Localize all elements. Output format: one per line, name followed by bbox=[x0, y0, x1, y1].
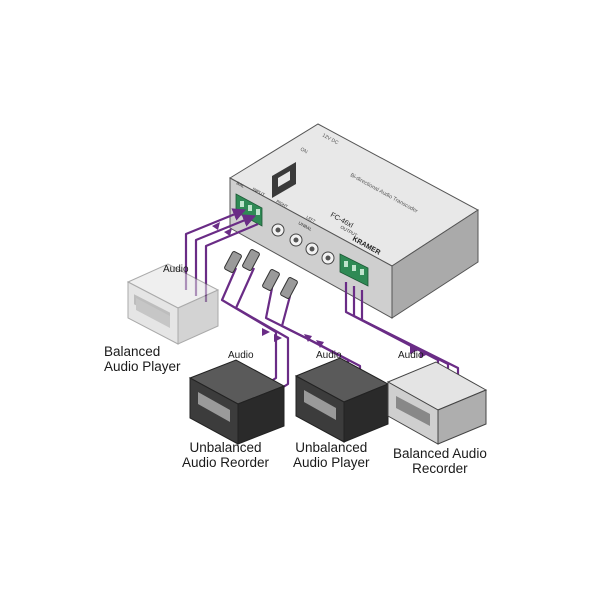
caption-line-2: Recorder bbox=[412, 461, 468, 476]
right-label: RIGHT bbox=[276, 199, 290, 210]
signal-arrows bbox=[212, 222, 428, 358]
caption-line-2: Audio Player bbox=[104, 359, 181, 374]
on-label: ON bbox=[299, 147, 309, 156]
rca-jack-input-right[interactable] bbox=[289, 233, 303, 247]
caption-line-1: Unbalanced bbox=[295, 440, 368, 455]
unbal-label: UNBAL bbox=[298, 221, 314, 233]
signal-label-unbalanced-player: Audio bbox=[316, 350, 342, 361]
transcoder-device: Bi-directional Audio Transcoder 12V DC O… bbox=[229, 123, 479, 319]
balanced-audio-recorder bbox=[386, 361, 488, 445]
balanced-audio-player bbox=[126, 263, 220, 345]
caption-balanced-audio-recorder: Balanced Audio Recorder bbox=[393, 446, 487, 476]
bal-label: BAL bbox=[236, 181, 246, 190]
caption-unbalanced-audio-player: Unbalanced Audio Player bbox=[293, 440, 370, 470]
caption-line-1: Balanced bbox=[104, 344, 161, 359]
rca-jack-output-left[interactable] bbox=[305, 242, 319, 256]
signal-label-balanced-recorder: Audio bbox=[398, 350, 424, 361]
rca-jack-output-right[interactable] bbox=[321, 251, 335, 265]
caption-line-1: Balanced Audio bbox=[393, 446, 487, 461]
cable-balanced-player-2 bbox=[194, 214, 257, 296]
rca-jack-input-left[interactable] bbox=[271, 223, 285, 237]
cable-balanced-player-1 bbox=[184, 208, 247, 290]
caption-line-1: Unbalanced bbox=[189, 440, 262, 455]
input-label: INPUT bbox=[252, 187, 266, 198]
signal-label-unbalanced-recorder: Audio bbox=[228, 350, 254, 361]
device-side bbox=[391, 209, 479, 319]
signal-label-balanced-player: Audio bbox=[163, 264, 189, 275]
caption-unbalanced-audio-recorder: Unbalanced Audio Reorder bbox=[182, 440, 269, 470]
left-label: LEFT bbox=[306, 215, 317, 224]
unbalanced-audio-player bbox=[294, 357, 390, 443]
balanced-output-terminal[interactable] bbox=[339, 253, 369, 287]
caption-balanced-audio-player: Balanced Audio Player bbox=[104, 344, 181, 374]
caption-line-2: Audio Reorder bbox=[182, 455, 270, 470]
rca-plugs bbox=[224, 249, 298, 299]
unbalanced-audio-recorder bbox=[188, 359, 286, 445]
caption-line-2: Audio Player bbox=[293, 455, 370, 470]
